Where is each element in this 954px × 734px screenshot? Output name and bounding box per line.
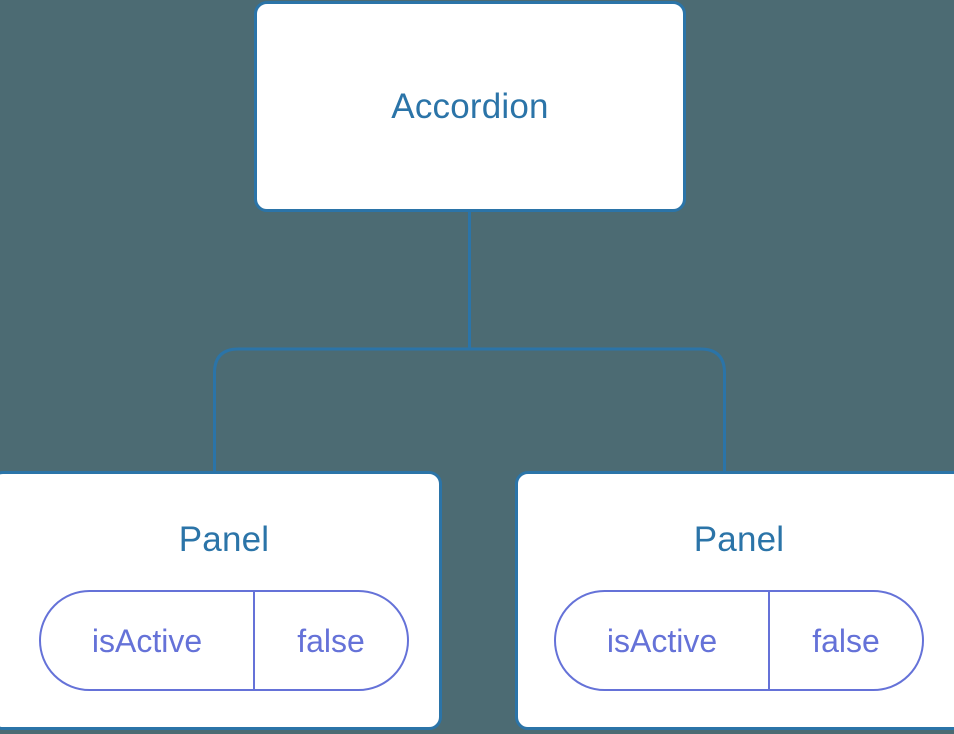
- node-panel-right-content: Panel isActive false: [518, 474, 954, 691]
- node-accordion[interactable]: Accordion: [254, 1, 686, 212]
- connector-branch: [213, 347, 726, 471]
- node-accordion-title: Accordion: [391, 87, 549, 126]
- node-panel-right-prop-value: false: [812, 622, 880, 659]
- node-panel-left[interactable]: Panel isActive false: [0, 471, 442, 730]
- node-panel-right-prop-key: isActive: [556, 592, 770, 689]
- node-panel-left-prop-value: false: [297, 622, 365, 659]
- node-panel-right-title: Panel: [693, 520, 785, 559]
- node-panel-right[interactable]: Panel isActive false: [515, 471, 954, 730]
- node-panel-left-prop-pill[interactable]: isActive false: [39, 590, 409, 691]
- node-panel-left-content: Panel isActive false: [0, 474, 445, 691]
- node-panel-left-prop-key: isActive: [41, 592, 255, 689]
- node-panel-left-title: Panel: [178, 520, 270, 559]
- node-panel-right-prop-pill[interactable]: isActive false: [554, 590, 924, 691]
